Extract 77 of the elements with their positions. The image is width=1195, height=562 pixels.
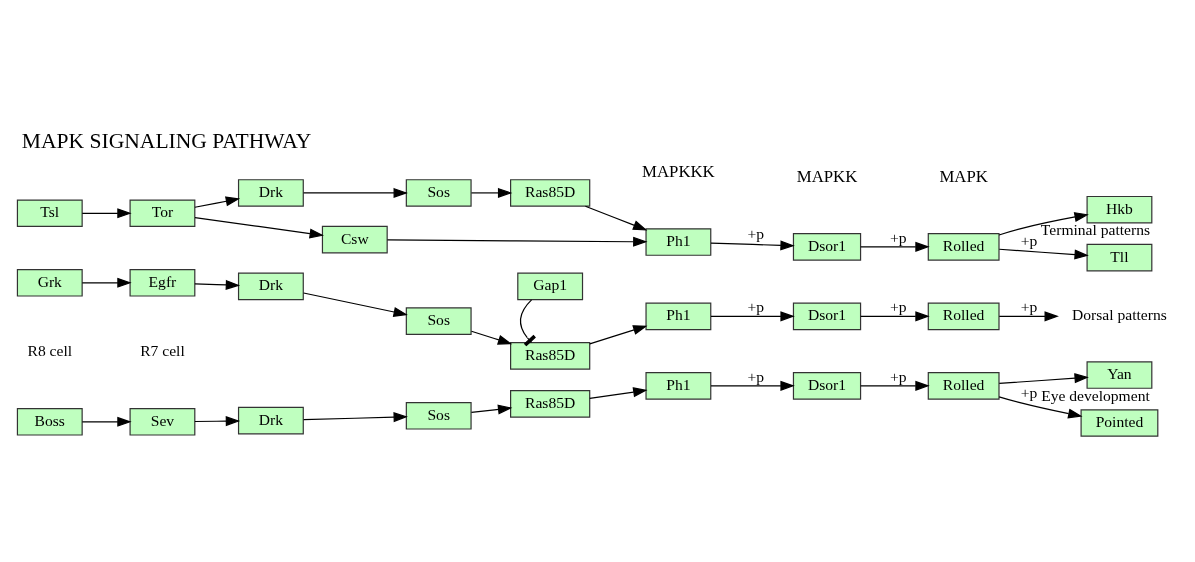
node-box: Ph1 xyxy=(645,228,712,256)
node-box: Hkb xyxy=(1086,195,1153,224)
node-box: Dsor1 xyxy=(792,372,862,400)
arrow xyxy=(860,241,930,252)
node-box: Ras85D xyxy=(510,179,591,207)
arrow xyxy=(710,380,795,391)
edge-label: +p xyxy=(1020,298,1038,316)
node-box: Rolled xyxy=(927,372,1000,400)
node-box: Drk xyxy=(237,179,304,207)
node-text: Dorsal patterns xyxy=(1072,306,1167,324)
node-box: Rolled xyxy=(927,302,1000,331)
arrow xyxy=(303,412,408,423)
node-box: Sos xyxy=(405,307,472,335)
node-box: Ph1 xyxy=(645,302,712,331)
arrow xyxy=(998,373,1089,385)
node-box: Tsl xyxy=(16,199,83,228)
arrow xyxy=(303,187,408,198)
arrow xyxy=(81,208,132,219)
edge-label: +p xyxy=(1020,384,1038,402)
node-box: Gap1 xyxy=(517,272,584,301)
node-box: Csw xyxy=(321,225,388,254)
arrow xyxy=(998,212,1089,236)
node-box: Pointed xyxy=(1080,409,1159,437)
edge-label: +p xyxy=(1020,232,1038,250)
arrow xyxy=(194,196,241,208)
arrow xyxy=(194,217,324,239)
label: MAPKKK xyxy=(642,161,715,181)
node-box: Ras85D xyxy=(510,342,591,370)
arrow xyxy=(194,416,241,427)
node-box: Egfr xyxy=(129,269,196,297)
edge-label: +p xyxy=(747,224,764,242)
node-box: Tll xyxy=(1086,243,1153,272)
diagram-title: MAPK SIGNALING PATHWAY xyxy=(21,128,312,153)
arrow xyxy=(998,311,1059,322)
edge-label: +p xyxy=(890,228,907,246)
arrow xyxy=(589,387,648,399)
node-box: Rolled xyxy=(927,233,1000,261)
node-box: Sev xyxy=(129,408,196,436)
edge-label: +p xyxy=(890,367,907,385)
arrow xyxy=(81,277,132,288)
arrow xyxy=(194,279,241,290)
edge-label: +p xyxy=(747,298,764,316)
arrow xyxy=(470,187,513,198)
node-label: Terminal patterns xyxy=(1040,221,1151,239)
node-box: Yan xyxy=(1086,361,1153,389)
label: R7 cell xyxy=(140,342,185,360)
node-box: Grk xyxy=(16,269,83,297)
arrow xyxy=(860,311,930,322)
node-box: Drk xyxy=(237,406,304,435)
label: MAPK xyxy=(939,166,988,186)
node-box: Dsor1 xyxy=(792,302,862,331)
arrow xyxy=(710,240,795,251)
label: MAPKK xyxy=(796,166,858,186)
node-box: Sos xyxy=(405,402,472,430)
connector xyxy=(519,299,536,347)
arrow xyxy=(303,292,408,317)
arrow xyxy=(710,311,795,322)
arrow xyxy=(470,404,513,415)
node-box: Dsor1 xyxy=(792,233,862,261)
arrow xyxy=(998,248,1089,260)
arrow xyxy=(998,396,1083,419)
node-box: Ras85D xyxy=(510,390,591,418)
node-box: Sos xyxy=(405,179,472,207)
arrow xyxy=(81,416,132,427)
edge-label: +p xyxy=(747,367,764,385)
arrow xyxy=(860,380,930,391)
edge-label: +p xyxy=(890,298,907,316)
arrow xyxy=(589,325,648,345)
node-box: Boss xyxy=(16,408,83,436)
node-box: Ph1 xyxy=(645,372,712,400)
arrow xyxy=(470,330,513,345)
arrow xyxy=(584,205,648,231)
label: R8 cell xyxy=(27,342,73,360)
node-box: Drk xyxy=(237,272,304,301)
node-box: Tor xyxy=(129,199,196,228)
arrow xyxy=(386,236,648,247)
node-label: Eye development xyxy=(1041,386,1150,404)
